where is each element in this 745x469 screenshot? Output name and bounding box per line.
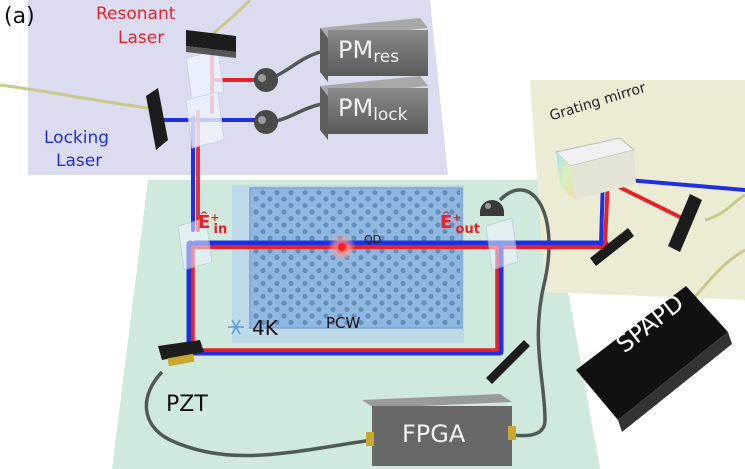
detector-res bbox=[254, 68, 278, 92]
panel-label: (a) bbox=[4, 4, 35, 29]
temperature-label: 4K bbox=[252, 316, 278, 340]
splitter-out bbox=[485, 217, 519, 271]
fpga-label: FPGA bbox=[402, 420, 466, 448]
mirror-pzt bbox=[158, 340, 204, 367]
quantum-dot bbox=[338, 243, 346, 251]
e-out-label: Ê+out bbox=[440, 212, 480, 236]
mirror-output bbox=[590, 228, 634, 266]
pm-lock-sub: lock bbox=[373, 105, 408, 125]
e-in-sub: in bbox=[213, 221, 228, 237]
e-in-sup: + bbox=[210, 211, 220, 224]
e-in-main: Ê bbox=[198, 212, 211, 233]
e-out-sub: out bbox=[455, 221, 480, 237]
spapd-box bbox=[576, 286, 732, 432]
resonant-laser-label-line1: Resonant bbox=[96, 4, 176, 24]
cable-detector-fpga bbox=[498, 188, 551, 438]
pm-lock-box bbox=[320, 76, 428, 140]
splitter-in bbox=[177, 217, 213, 271]
snowflake-icon bbox=[228, 319, 244, 335]
qd-label: QD bbox=[364, 233, 382, 246]
e-out-sup: + bbox=[452, 211, 462, 224]
locking-laser-label-line1: Locking bbox=[44, 128, 110, 148]
e-out-main: Ê bbox=[440, 212, 453, 233]
pcw-label: PCW bbox=[326, 314, 361, 332]
fpga-box bbox=[362, 394, 516, 466]
cable-pzt-fpga bbox=[144, 370, 373, 458]
detector-lock bbox=[254, 110, 278, 134]
grating-mirror bbox=[554, 137, 636, 200]
resonant-laser-label-line2: Laser bbox=[118, 28, 165, 48]
pm-res-main: PM bbox=[338, 36, 374, 64]
mirror-locking bbox=[146, 88, 168, 150]
pm-lock-label: PMlock bbox=[338, 94, 408, 124]
fiber-grating bbox=[704, 193, 745, 222]
pm-res-box bbox=[320, 18, 428, 82]
mirror-bottom-right bbox=[486, 340, 530, 384]
pcw-holes bbox=[252, 190, 460, 326]
beam-loop-red bbox=[191, 245, 499, 352]
pm-res-label: PMres bbox=[338, 36, 399, 66]
beam-splitter-cube bbox=[185, 49, 225, 149]
detector-out bbox=[480, 200, 504, 216]
e-in-label: Ê+in bbox=[198, 212, 227, 236]
locking-laser-label-line2: Laser bbox=[56, 151, 103, 171]
mirror-grating-return bbox=[668, 194, 702, 252]
fiber-locking bbox=[0, 83, 149, 110]
mirror-resonant bbox=[186, 30, 236, 58]
beam-loop-blue bbox=[186, 240, 504, 356]
pm-res-sub: res bbox=[373, 47, 400, 67]
pm-lock-main: PM bbox=[338, 94, 374, 122]
pzt-label: PZT bbox=[166, 392, 208, 417]
